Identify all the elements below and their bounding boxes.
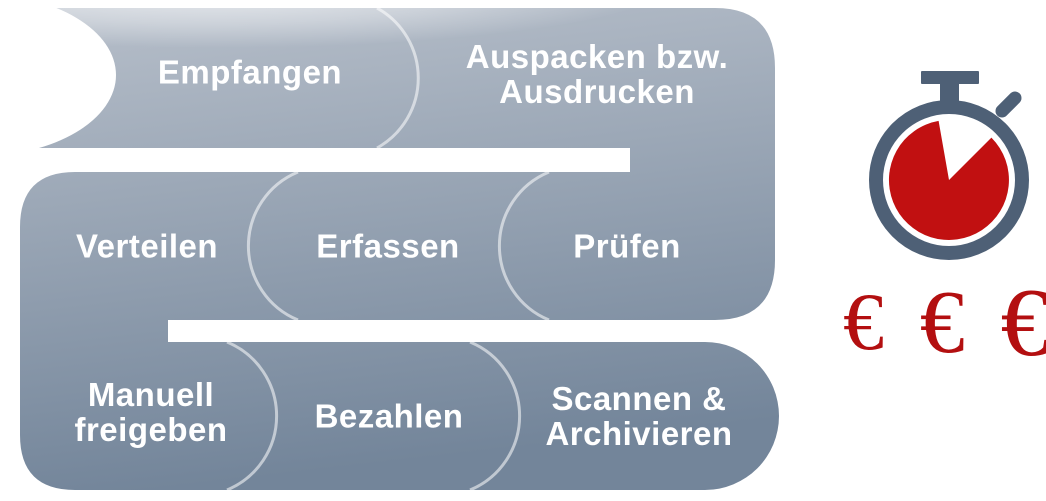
divider-arc-row2-b (497, 170, 550, 322)
step-label-line: Bezahlen (314, 397, 464, 435)
step-label-erfassen: Erfassen (316, 229, 459, 264)
stopwatch-side-knob (995, 91, 1022, 118)
stopwatch-button-cap (921, 71, 979, 84)
step-label-line: Empfangen (157, 53, 343, 91)
flow-snake-shape (20, 8, 779, 490)
euro-icon: € (843, 276, 884, 367)
step-label-bezahlen: Bezahlen (315, 399, 464, 434)
divider-arc-row3-b (469, 340, 522, 490)
step-label-line: Scannen & (551, 380, 727, 417)
euro-icon: € (1000, 269, 1046, 376)
step-label-manuell-freigeben: Manuell freigeben (74, 377, 227, 447)
divider-arc-row1 (376, 8, 420, 150)
step-label-line: Prüfen (573, 227, 681, 265)
divider-arc-row2-a (246, 170, 299, 322)
step-label-scannen-archivieren: Scannen & Archivieren (545, 381, 732, 451)
step-label-line: Erfassen (316, 227, 460, 265)
stopwatch-button-stem (940, 82, 959, 104)
step-label-line: Manuell (87, 376, 215, 413)
step-label-line: freigeben (74, 411, 228, 448)
step-label-verteilen: Verteilen (76, 229, 218, 264)
gloss-highlight (20, 8, 665, 48)
euro-symbols: € € € (843, 268, 1046, 371)
stopwatch-dial-pie (888, 120, 1009, 241)
step-label-line: Verteilen (75, 227, 219, 265)
step-label-pruefen: Prüfen (573, 229, 681, 264)
step-label-auspacken-ausdrucken: Auspacken bzw. Ausdrucken (466, 39, 729, 109)
step-label-line: Auspacken bzw. (465, 38, 729, 75)
step-label-empfangen: Empfangen (158, 55, 342, 90)
step-label-line: Archivieren (545, 415, 733, 452)
step-label-line: Ausdrucken (499, 73, 695, 110)
start-notch (0, 0, 116, 156)
euro-icon: € (919, 273, 965, 372)
divider-arc-row3-a (226, 340, 279, 490)
stopwatch-icon (869, 71, 1029, 260)
